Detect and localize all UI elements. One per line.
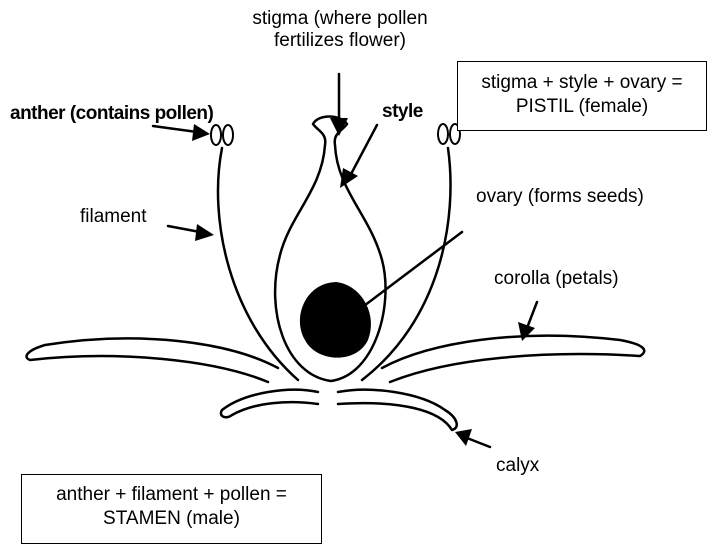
sepal-right	[338, 390, 457, 430]
corolla-label: corolla (petals)	[494, 268, 619, 290]
pistil-box-line1: stigma + style + ovary =	[458, 71, 706, 95]
stamen-box-line1: anther + filament + pollen =	[22, 483, 321, 507]
corolla-arrow	[527, 302, 537, 328]
ovary-label: ovary (forms seeds)	[476, 186, 644, 208]
filament-arrow	[168, 226, 200, 232]
style-arrow	[350, 125, 377, 176]
filament-right	[362, 148, 451, 380]
stigma-label-line2: fertilizes flower)	[230, 30, 450, 52]
petal-right	[382, 336, 644, 382]
filament-label: filament	[80, 206, 147, 228]
petal-left	[26, 338, 278, 382]
sepal-left	[221, 390, 318, 418]
anther-left-a	[211, 125, 221, 145]
style-label: style	[382, 101, 423, 123]
anther-label: anther (contains pollen)	[10, 103, 213, 125]
ovary-seeds	[300, 282, 371, 358]
anther-right-a	[438, 124, 448, 144]
stigma-label-line1: stigma (where pollen	[230, 8, 450, 30]
pistil-definition-box: stigma + style + ovary = PISTIL (female)	[457, 61, 707, 131]
pistil-box-line2: PISTIL (female)	[458, 95, 706, 119]
anther-arrow	[153, 126, 197, 132]
ovary-arrow	[352, 232, 462, 315]
anther-left-b	[223, 125, 233, 145]
calyx-label: calyx	[496, 455, 539, 477]
stamen-definition-box: anther + filament + pollen = STAMEN (mal…	[21, 474, 322, 544]
calyx-arrow	[467, 438, 490, 447]
stamen-box-line2: STAMEN (male)	[22, 507, 321, 531]
stigma-label: stigma (where pollen fertilizes flower)	[230, 8, 450, 52]
